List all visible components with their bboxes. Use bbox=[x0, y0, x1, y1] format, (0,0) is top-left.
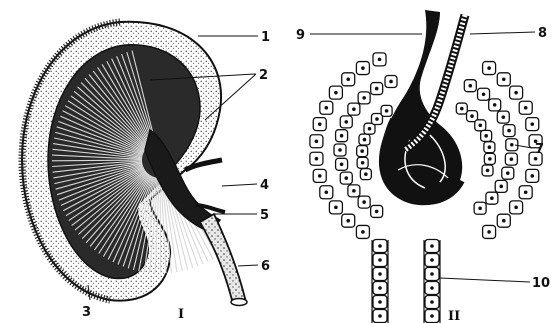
visceral-cell-nucleus bbox=[375, 210, 379, 214]
panel-label-I: I bbox=[178, 307, 184, 322]
visceral-cell-nucleus bbox=[352, 189, 356, 193]
parietal-cell-nucleus bbox=[318, 122, 322, 126]
podocyte-cell-nucleus bbox=[360, 149, 364, 153]
parietal-cell-nucleus bbox=[325, 106, 329, 110]
parietal-cell-nucleus bbox=[502, 77, 506, 81]
tubule-cell-left-nucleus bbox=[378, 258, 382, 262]
visceral-cell-nucleus bbox=[362, 96, 366, 100]
visceral-cell-nucleus bbox=[375, 87, 379, 91]
visceral-cell-nucleus bbox=[344, 120, 348, 124]
tubule-cell-right-nucleus bbox=[430, 286, 434, 290]
podocyte-cell-nucleus bbox=[460, 107, 464, 111]
visceral-cell-nucleus bbox=[501, 115, 505, 119]
parietal-cell-nucleus bbox=[530, 122, 534, 126]
parietal-cell-nucleus bbox=[346, 219, 350, 223]
parietal-cell-nucleus bbox=[361, 66, 365, 70]
visceral-cell-nucleus bbox=[493, 103, 497, 107]
callout-1: 1 bbox=[261, 30, 270, 45]
podocyte-cell-nucleus bbox=[364, 172, 368, 176]
tubule-cell-left-nucleus bbox=[378, 300, 382, 304]
parietal-cell-nucleus bbox=[524, 106, 528, 110]
panel-label-II: II bbox=[448, 309, 460, 323]
podocyte-cell-nucleus bbox=[478, 124, 482, 128]
parietal-cell-nucleus bbox=[334, 91, 338, 95]
ureter-end bbox=[231, 299, 247, 306]
parietal-cell-nucleus bbox=[502, 219, 506, 223]
tubule-cell-right-nucleus bbox=[430, 258, 434, 262]
tubule-cell-left-nucleus bbox=[378, 314, 382, 318]
parietal-cell-nucleus bbox=[325, 190, 329, 194]
callout-9: 9 bbox=[296, 28, 305, 43]
visceral-cell-nucleus bbox=[352, 107, 356, 111]
visceral-cell-nucleus bbox=[490, 196, 494, 200]
tubule-cell-left-nucleus bbox=[378, 286, 382, 290]
parietal-cell-nucleus bbox=[487, 66, 491, 70]
parietal-cell-nucleus bbox=[346, 77, 350, 81]
renal-corpuscle bbox=[310, 10, 542, 323]
parietal-cell-nucleus bbox=[534, 157, 538, 161]
parietal-cell-nucleus bbox=[315, 139, 319, 143]
visceral-cell-nucleus bbox=[510, 157, 514, 161]
tubule-cell-left-nucleus bbox=[378, 272, 382, 276]
visceral-cell-nucleus bbox=[478, 206, 482, 210]
podocyte-cell-nucleus bbox=[385, 109, 389, 113]
callout-5: 5 bbox=[260, 208, 269, 223]
podocyte-cell-nucleus bbox=[488, 145, 492, 149]
parietal-cell-nucleus bbox=[487, 230, 491, 234]
visceral-cell-nucleus bbox=[340, 134, 344, 138]
callout-8: 8 bbox=[538, 26, 547, 41]
parietal-cell-nucleus bbox=[378, 58, 382, 62]
proximal-tubule bbox=[372, 240, 440, 323]
podocyte-cell-nucleus bbox=[486, 169, 490, 173]
podocyte-cell-nucleus bbox=[375, 117, 379, 121]
callout-4: 4 bbox=[260, 178, 269, 193]
parietal-cell-nucleus bbox=[530, 174, 534, 178]
tubule-cell-right-nucleus bbox=[430, 300, 434, 304]
parietal-cell-nucleus bbox=[361, 230, 365, 234]
callout-2: 2 bbox=[259, 68, 268, 83]
podocyte-cell-nucleus bbox=[361, 161, 365, 165]
podocyte-cell-nucleus bbox=[488, 157, 492, 161]
visceral-cell-nucleus bbox=[506, 171, 510, 175]
tubule-cell-right-nucleus bbox=[430, 272, 434, 276]
parietal-cell-nucleus bbox=[514, 91, 518, 95]
parietal-cell-nucleus bbox=[524, 190, 528, 194]
parietal-cell-nucleus bbox=[318, 174, 322, 178]
kidney-section bbox=[22, 22, 247, 306]
tubule-cell-left-nucleus bbox=[378, 244, 382, 248]
tubule-cell-right-nucleus bbox=[430, 244, 434, 248]
medullary-ray bbox=[160, 178, 161, 273]
visceral-cell-nucleus bbox=[507, 129, 511, 133]
callout-6: 6 bbox=[261, 259, 270, 274]
podocyte-cell-nucleus bbox=[470, 114, 474, 118]
parietal-cell-nucleus bbox=[315, 157, 319, 161]
visceral-cell-nucleus bbox=[340, 163, 344, 167]
visceral-cell-nucleus bbox=[389, 80, 393, 84]
visceral-cell-nucleus bbox=[468, 84, 472, 88]
visceral-cell-nucleus bbox=[499, 185, 503, 189]
visceral-cell-nucleus bbox=[344, 176, 348, 180]
parietal-cell-nucleus bbox=[514, 206, 518, 210]
callout-10: 10 bbox=[532, 276, 550, 291]
callout-7: 7 bbox=[535, 142, 544, 157]
visceral-cell-nucleus bbox=[482, 92, 486, 96]
podocyte-cell-nucleus bbox=[368, 127, 372, 131]
callout-3: 3 bbox=[82, 305, 91, 320]
medullary-ray bbox=[52, 160, 142, 161]
visceral-cell-nucleus bbox=[338, 148, 342, 152]
podocyte-cell-nucleus bbox=[363, 138, 367, 142]
tubule-cell-right-nucleus bbox=[430, 314, 434, 318]
visceral-cell-nucleus bbox=[510, 143, 514, 147]
podocyte-cell-nucleus bbox=[484, 134, 488, 138]
visceral-cell-nucleus bbox=[362, 200, 366, 204]
parietal-cell-nucleus bbox=[334, 206, 338, 210]
